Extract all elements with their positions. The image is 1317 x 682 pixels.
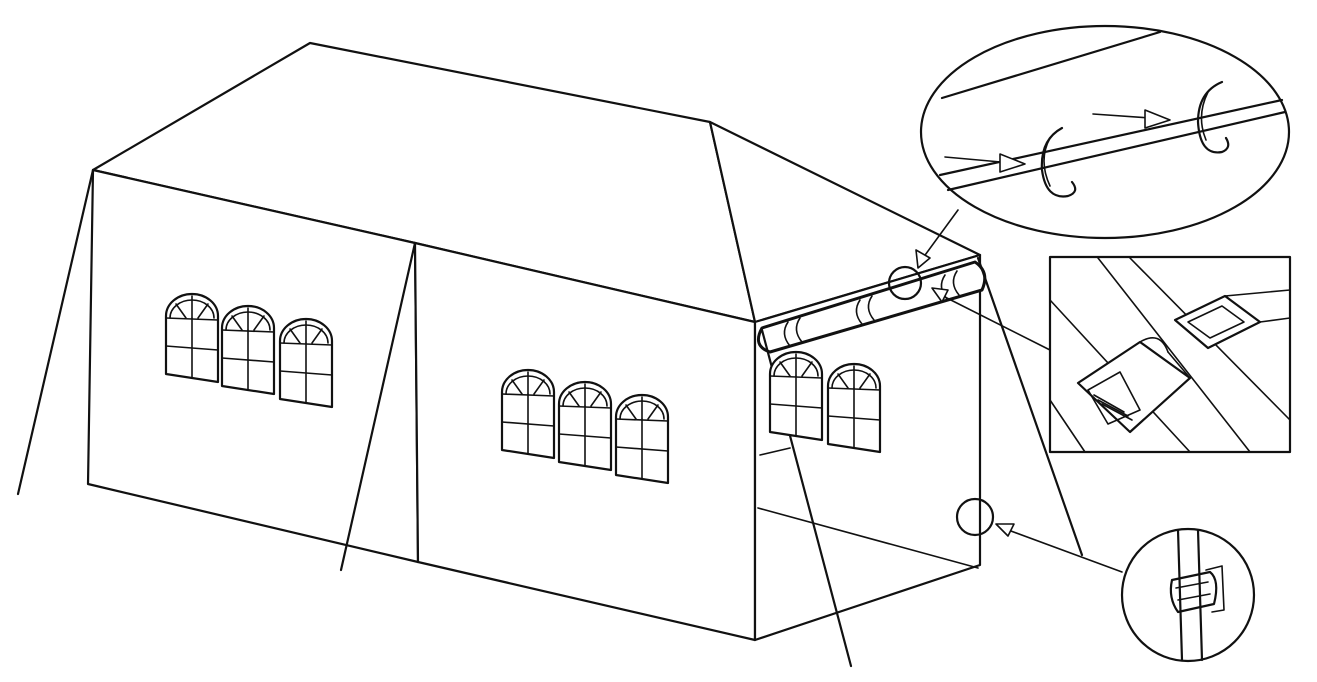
guy-line-left [16, 168, 95, 496]
hook-icon [1040, 126, 1077, 198]
guy-line-middle [339, 241, 417, 572]
strap-icon [1169, 565, 1225, 614]
strap-detail-callout [1120, 527, 1256, 663]
guy-line-back-corner [976, 256, 1084, 557]
arch-window [614, 393, 670, 485]
arch-window [220, 304, 276, 396]
buckle-icon [1076, 289, 1291, 434]
arch-window [826, 362, 882, 454]
hook-icon [1196, 80, 1230, 154]
arch-window [557, 380, 613, 472]
hook-detail-callout [919, 24, 1291, 240]
locator-circle-strap [955, 497, 995, 537]
strap-pointer [995, 523, 1123, 573]
locator-circle-hook [887, 265, 923, 301]
buckle-detail-callout [1048, 255, 1292, 454]
arch-window [768, 350, 824, 442]
hook-pointer [915, 209, 959, 269]
arch-window [278, 317, 334, 409]
arch-window [500, 368, 556, 460]
buckle-pointer [931, 287, 1051, 351]
arch-window [164, 292, 220, 384]
